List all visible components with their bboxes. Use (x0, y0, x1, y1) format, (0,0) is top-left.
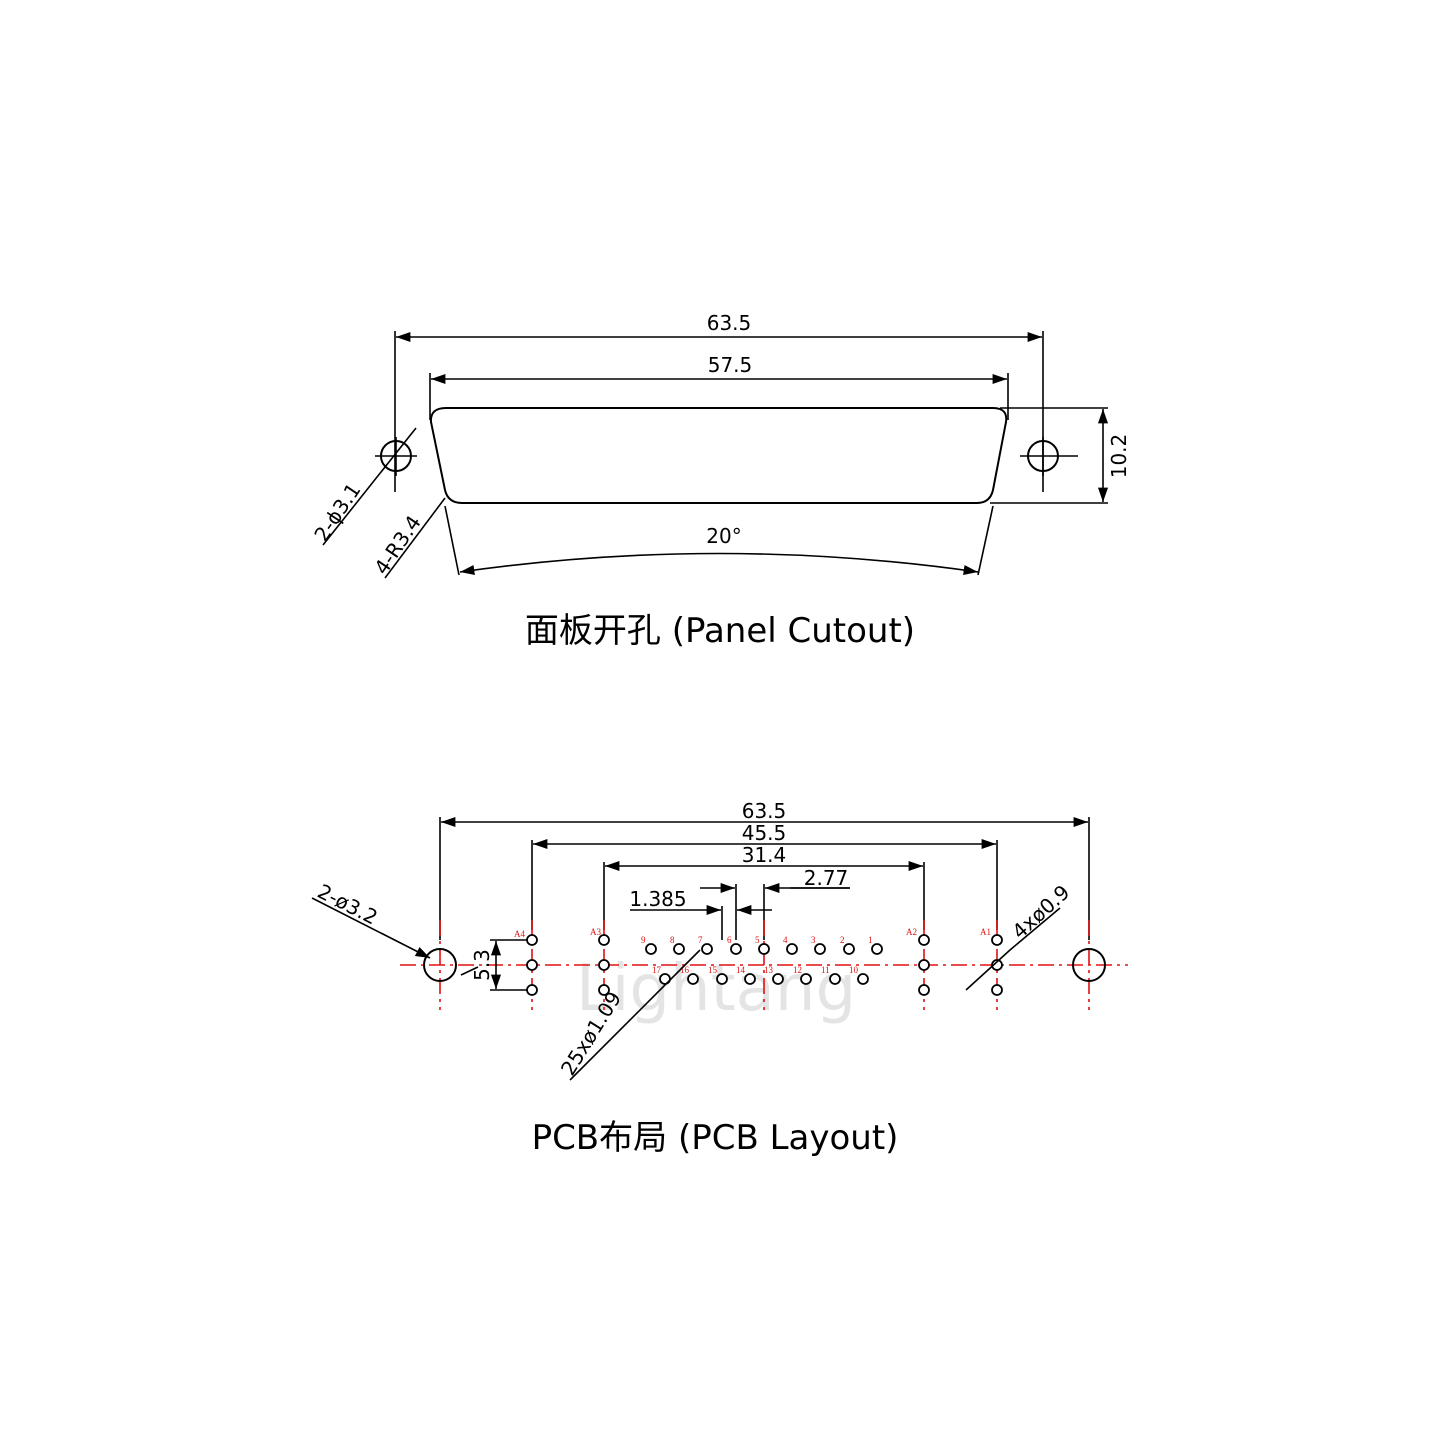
svg-text:6: 6 (727, 935, 732, 945)
svg-text:13: 13 (764, 965, 774, 975)
pcb-pin-labels: A4 A3 A2 A1 9 8 7 6 5 4 3 2 1 17 16 15 1… (514, 927, 991, 975)
pcb-mount-hole-right (1072, 948, 1106, 982)
panel-angle-arc (459, 552, 979, 575)
pcb-dim-total: 63.5 (742, 799, 787, 823)
pcb-power-hole-leader (965, 949, 1011, 991)
pcb-signal-pins-row-2 (659, 973, 869, 985)
svg-text:10: 10 (849, 965, 859, 975)
panel-mount-hole-right (1020, 437, 1078, 476)
pcb-dim-row-span: 5.3 (470, 949, 494, 981)
panel-dim-angle: 20° (706, 524, 741, 548)
pcb-dim-pitch: 2.77 (804, 866, 849, 890)
svg-text:7: 7 (698, 935, 703, 945)
svg-text:15: 15 (708, 965, 718, 975)
pcb-dim-mount-holes: 2-ø3.2 (314, 879, 382, 929)
panel-caption: 面板开孔 (Panel Cutout) (525, 611, 915, 651)
svg-text:14: 14 (736, 965, 746, 975)
panel-dim-cutout: 57.5 (708, 353, 753, 377)
svg-text:3: 3 (811, 935, 816, 945)
panel-dim-total: 63.5 (707, 311, 752, 335)
svg-text:A2: A2 (906, 927, 917, 937)
watermark-text: Lightang (576, 952, 856, 1026)
svg-text:A4: A4 (514, 929, 525, 939)
svg-text:1: 1 (868, 935, 873, 945)
pcb-dim-outer-pins: 45.5 (742, 821, 787, 845)
pcb-mount-hole-leader (311, 897, 431, 959)
pcb-dim-half-pitch: 1.385 (629, 887, 686, 911)
svg-text:A3: A3 (590, 927, 601, 937)
svg-text:8: 8 (670, 935, 675, 945)
d-sub-cutout-outline (429, 407, 1008, 504)
panel-dim-height: 10.2 (1107, 434, 1131, 479)
svg-text:11: 11 (821, 965, 830, 975)
panel-dim-mount-holes: 2-ϕ3.1 (309, 479, 365, 546)
svg-text:9: 9 (641, 935, 646, 945)
pcb-dim-inner-pins: 31.4 (742, 843, 787, 867)
panel-hole-leader (322, 427, 417, 546)
svg-text:12: 12 (793, 965, 802, 975)
svg-text:16: 16 (680, 965, 690, 975)
svg-text:17: 17 (652, 965, 662, 975)
panel-radius-leader (384, 497, 446, 579)
svg-text:A1: A1 (980, 927, 991, 937)
pcb-layout-view: Lightang 63.5 45.5 31.4 2.77 1.385 (311, 799, 1128, 1158)
pcb-caption: PCB布局 (PCB Layout) (532, 1118, 899, 1158)
panel-dim-corner-radius: 4-R3.4 (369, 511, 426, 579)
svg-text:4: 4 (783, 935, 788, 945)
pcb-mount-hole-left (423, 948, 457, 982)
svg-text:2: 2 (840, 935, 845, 945)
pcb-signal-hole-leader (569, 949, 701, 1081)
panel-mount-hole-left (375, 437, 417, 476)
svg-text:5: 5 (755, 935, 760, 945)
pcb-dim-power-holes: 4xø0.9 (1007, 880, 1074, 944)
pcb-signal-pins-row-1 (645, 943, 883, 955)
panel-cutout-view: 63.5 57.5 10.2 2-ϕ3.1 4-R3.4 20° 面板开孔 (P… (309, 311, 1131, 651)
